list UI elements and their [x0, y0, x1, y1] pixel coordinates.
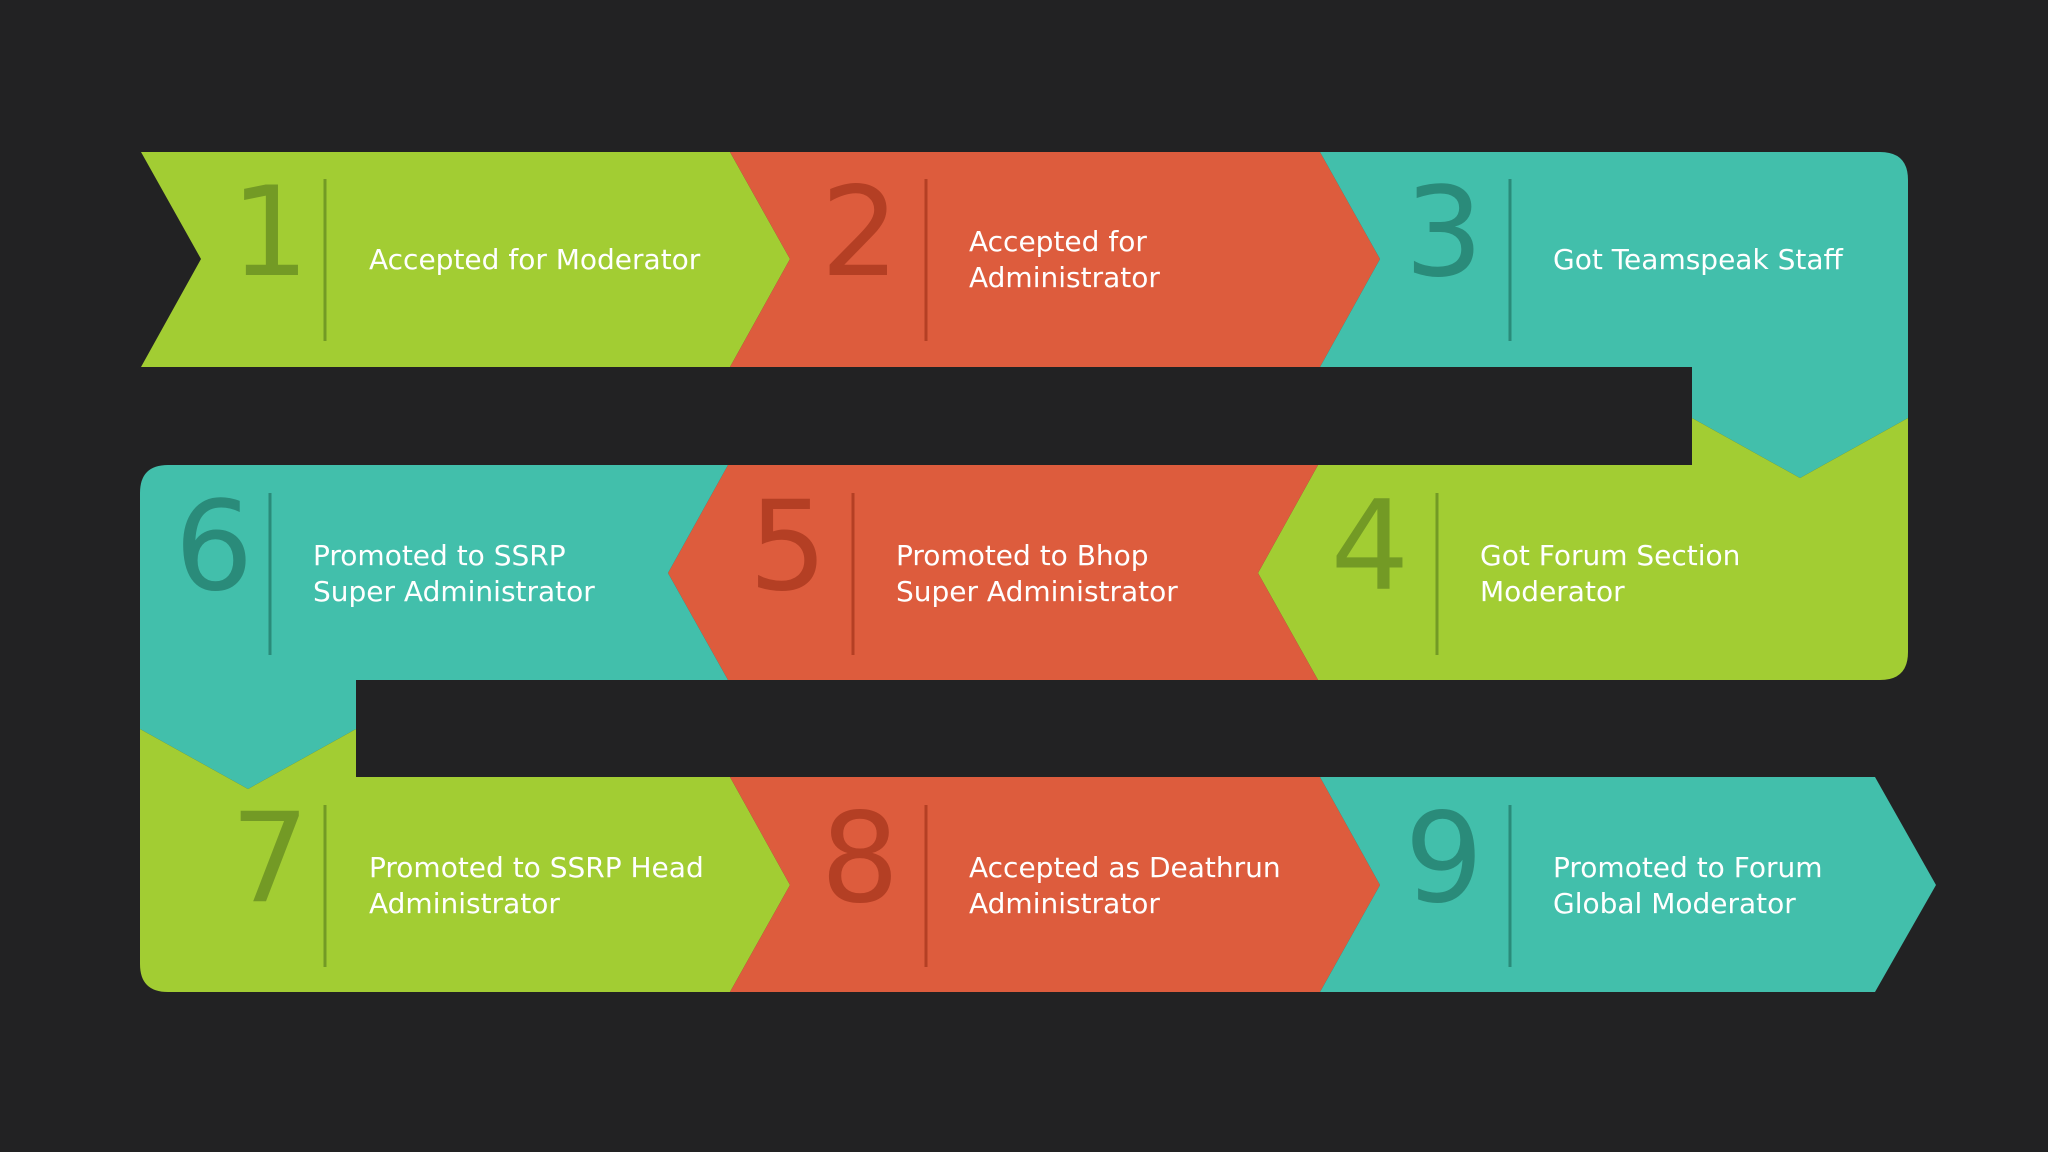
arrow-shapes	[140, 152, 1936, 992]
step-4-arrow	[1258, 418, 1908, 680]
step-label-line: Got Teamspeak Staff	[1553, 243, 1843, 276]
step-label-line: Promoted to Bhop	[896, 539, 1149, 572]
step-8-arrow	[730, 777, 1380, 992]
step-number: 5	[749, 475, 828, 619]
step-9-arrow	[1320, 777, 1936, 992]
step-number: 6	[175, 475, 254, 619]
step-1-arrow	[141, 152, 790, 367]
step-label-line: Promoted to Forum	[1553, 851, 1823, 884]
step-label-line: Promoted to SSRP Head	[369, 851, 704, 884]
step-number: 3	[1405, 161, 1484, 305]
step-number: 7	[231, 787, 310, 931]
step-label-line: Global Moderator	[1553, 887, 1796, 920]
step-label-line: Accepted for	[969, 225, 1147, 258]
step-label-line: Super Administrator	[896, 575, 1178, 608]
step-label-line: Got Forum Section	[1480, 539, 1740, 572]
step-label-line: Super Administrator	[313, 575, 595, 608]
step-label-line: Administrator	[369, 887, 560, 920]
step-6-arrow	[140, 465, 728, 789]
step-label-line: Accepted as Deathrun	[969, 851, 1281, 884]
step-label-line: Administrator	[969, 887, 1160, 920]
step-label-line: Accepted for Moderator	[369, 243, 701, 276]
step-number: 2	[821, 161, 900, 305]
step-5-arrow	[668, 465, 1318, 680]
step-3-arrow	[1320, 152, 1908, 478]
step-number: 9	[1405, 787, 1484, 931]
step-2-arrow	[730, 152, 1380, 367]
step-7-arrow	[140, 729, 790, 992]
step-number: 8	[821, 787, 900, 931]
step-number: 4	[1331, 475, 1410, 619]
step-number: 1	[231, 161, 310, 305]
step-label-line: Administrator	[969, 261, 1160, 294]
step-label-line: Promoted to SSRP	[313, 539, 566, 572]
step-label-line: Moderator	[1480, 575, 1625, 608]
